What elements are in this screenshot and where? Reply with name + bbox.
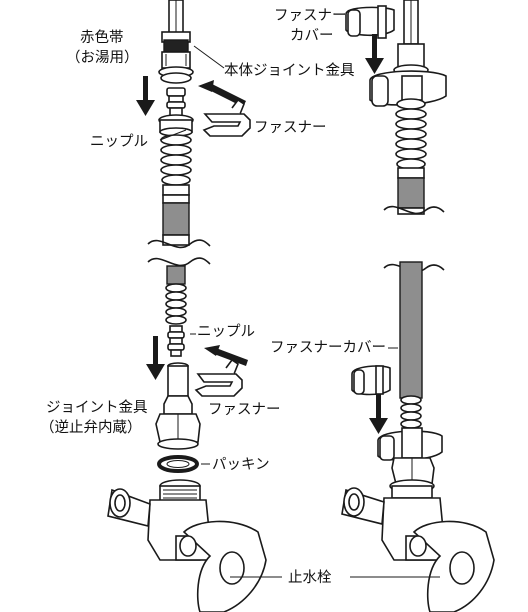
label-fastener-cover-top-2: カバー xyxy=(290,28,334,44)
stop-valve-icon xyxy=(107,479,267,612)
label-nipple-bottom: ニップル xyxy=(197,323,255,340)
fastener-cover-icon xyxy=(351,365,391,396)
break-mark xyxy=(147,257,211,267)
label-red-band: 赤色帯 xyxy=(80,29,124,46)
left-arrow-icon xyxy=(204,345,248,366)
left-hose-lower xyxy=(165,265,187,325)
label-fastener-bottom: ファスナー xyxy=(208,402,281,418)
down-arrow-icon xyxy=(146,336,165,380)
nipple-top xyxy=(158,87,194,196)
label-packing: パッキン xyxy=(212,456,270,473)
left-top-pipe xyxy=(168,0,184,35)
label-red-band-sub: （お湯用） xyxy=(66,49,139,66)
break-mark xyxy=(147,239,211,249)
labels: 赤色帯 （お湯用） 本体ジョイント金具 ファスナー カバー ファスナー ニップル… xyxy=(40,8,386,586)
label-joint-fitting-sub: （逆止弁内蔵） xyxy=(40,419,142,436)
label-fastener-cover-top: ファスナー xyxy=(274,8,347,24)
body-joint-fitting xyxy=(158,31,194,84)
fastener-clip-icon xyxy=(194,358,243,397)
leader-lines xyxy=(159,45,440,578)
label-body-joint: 本体ジョイント金具 xyxy=(224,62,355,79)
red-band xyxy=(163,39,189,53)
label-stop-valve: 止水栓 xyxy=(288,569,332,586)
nipple-bottom xyxy=(167,325,185,357)
break-mark xyxy=(383,205,445,215)
right-assembly xyxy=(341,0,495,612)
label-joint-fitting: ジョイント金具 xyxy=(46,399,148,416)
label-fastener-cover-bottom: ファスナーカバー xyxy=(270,340,386,356)
stop-valve-icon xyxy=(341,479,495,612)
fastener-clip-icon xyxy=(202,98,251,137)
right-top-pipe xyxy=(403,0,419,45)
down-arrow-icon xyxy=(369,394,388,434)
left-hose-upper xyxy=(162,194,190,246)
right-hose-upper xyxy=(397,177,425,215)
down-arrow-icon xyxy=(365,34,384,74)
packing-ring-icon xyxy=(157,455,199,473)
joint-fitting xyxy=(155,362,201,450)
fastener-cover-icon xyxy=(345,5,395,39)
left-assembly xyxy=(107,0,267,612)
right-hose-lower xyxy=(399,261,423,429)
assembled-joint-bottom xyxy=(377,427,443,485)
label-fastener-top: ファスナー xyxy=(254,120,327,136)
break-mark xyxy=(383,263,445,273)
down-arrow-icon xyxy=(136,76,155,116)
assembled-joint-top xyxy=(369,43,447,179)
label-nipple-top: ニップル xyxy=(90,133,148,150)
